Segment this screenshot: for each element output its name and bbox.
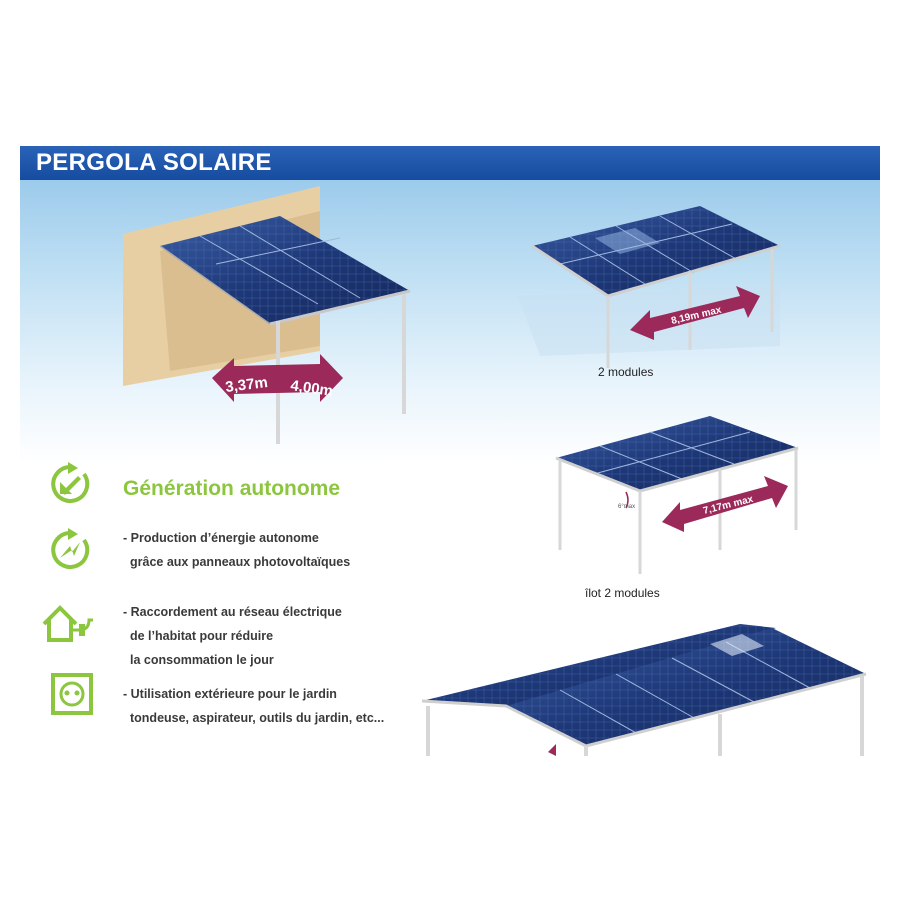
feature-production: - Production d’énergie autonome grâce au… bbox=[123, 526, 350, 574]
ilot-pergola: 6°max bbox=[555, 416, 799, 574]
feature-outdoor-use: - Utilisation extérieure pour le jardin … bbox=[123, 682, 384, 730]
pergola-illustrations: 3,37m 4,00m 8,19m max bbox=[123, 186, 867, 756]
wall-pergola bbox=[123, 186, 411, 444]
title-banner: PERGOLA SOLAIRE bbox=[20, 146, 880, 180]
house-plug-icon bbox=[42, 605, 93, 642]
roof-cells bbox=[160, 216, 410, 324]
large-pergola bbox=[421, 624, 867, 756]
feature-line: grâce aux panneaux photovoltaïques bbox=[130, 555, 351, 569]
feature-line: de l’habitat pour réduire bbox=[130, 629, 274, 643]
feature-line: tondeuse, aspirateur, outils du jardin, … bbox=[130, 711, 385, 725]
feature-line: la consommation le jour bbox=[130, 653, 274, 667]
pergola-sheet: 3,37m 4,00m 8,19m max bbox=[20, 146, 880, 756]
feature-line: - Raccordement au réseau électrique bbox=[123, 605, 342, 619]
dimension-label-width: 3,37m bbox=[224, 374, 268, 396]
feature-grid-connection: - Raccordement au réseau électrique de l… bbox=[123, 600, 342, 672]
dimension-arrow-ilot: 7,17m max bbox=[662, 476, 788, 532]
svg-text:6°max: 6°max bbox=[618, 504, 635, 510]
dimension-label-depth: 4,00m bbox=[289, 377, 333, 400]
page-title: PERGOLA SOLAIRE bbox=[36, 149, 272, 176]
two-module-pergola bbox=[518, 206, 781, 368]
feature-line: - Utilisation extérieure pour le jardin bbox=[123, 687, 337, 701]
caption-two-modules: 2 modules bbox=[598, 365, 654, 379]
outlet-icon bbox=[51, 673, 93, 715]
dimension-arrow-left: 3,37m 4,00m bbox=[212, 354, 343, 402]
power-cycle-icon bbox=[51, 462, 90, 503]
caption-ilot: îlot 2 modules bbox=[585, 586, 660, 600]
feature-line: - Production d’énergie autonome bbox=[123, 531, 319, 545]
energy-bolt-icon bbox=[51, 528, 90, 569]
section-heading: Génération autonome bbox=[123, 477, 341, 500]
